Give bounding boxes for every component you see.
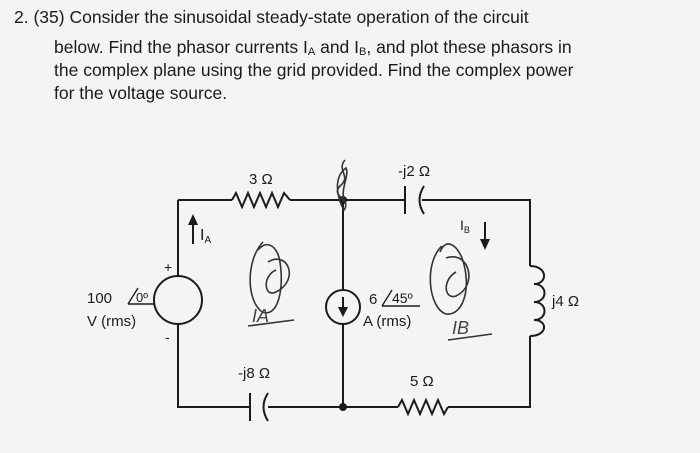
problem-text-1: Consider the sinusoidal steady-state ope… <box>69 7 529 27</box>
capacitor-bottom-label: -j8 Ω <box>238 365 270 382</box>
ia-label: IA <box>200 227 211 246</box>
vs-unit: V (rms) <box>87 313 136 330</box>
problem-line-1: 2. (35) Consider the sinusoidal steady-s… <box>14 6 529 28</box>
vs-minus: - <box>165 329 170 345</box>
is-angle-symbol <box>381 289 393 307</box>
node-bottom <box>339 403 347 411</box>
problem-sub-a: A <box>307 46 316 58</box>
inductor-label: j4 Ω <box>551 293 579 310</box>
vs-magnitude: 100 <box>87 290 112 307</box>
is-unit: A (rms) <box>363 313 411 330</box>
resistor-5-ohm <box>397 397 449 417</box>
current-source <box>325 289 361 325</box>
handwritten-ia: IA <box>252 306 269 326</box>
resistor-3-ohm-label: 3 Ω <box>249 171 273 188</box>
problem-line-2: below. Find the phasor currents IA and I… <box>54 36 572 63</box>
problem-text-2c: , and plot these phasors in <box>366 37 572 57</box>
problem-line-3: the complex plane using the grid provide… <box>54 60 574 80</box>
resistor-3-ohm <box>231 190 291 210</box>
capacitor-bottom <box>249 392 269 422</box>
wires <box>177 199 531 408</box>
is-magnitude: 6 <box>369 291 377 308</box>
ia-arrow <box>188 214 198 244</box>
ib-label: IB <box>460 217 470 235</box>
problem-points: (35) <box>33 7 65 27</box>
vs-angle: 0º <box>136 290 148 305</box>
handwritten-scribbles: IA IB <box>247 159 493 341</box>
problem-sub-b: B <box>359 46 367 58</box>
problem-text-2b: and I <box>315 37 360 57</box>
problem-number: 2. <box>14 7 29 27</box>
inductor <box>529 265 546 337</box>
current-source-arrow <box>338 297 348 317</box>
capacitor-top <box>404 185 425 215</box>
vs-plus: + <box>164 259 172 275</box>
handwritten-ib: IB <box>452 318 469 338</box>
resistor-5-ohm-label: 5 Ω <box>410 373 434 390</box>
problem-line-4: for the voltage source. <box>54 83 228 103</box>
capacitor-top-label: -j2 Ω <box>398 163 430 180</box>
voltage-source <box>153 275 203 325</box>
ib-arrow <box>480 222 490 250</box>
problem-text-2a: below. Find the phasor currents I <box>54 37 308 57</box>
is-angle: 45º <box>392 290 413 306</box>
vs-angle-symbol <box>127 287 139 305</box>
